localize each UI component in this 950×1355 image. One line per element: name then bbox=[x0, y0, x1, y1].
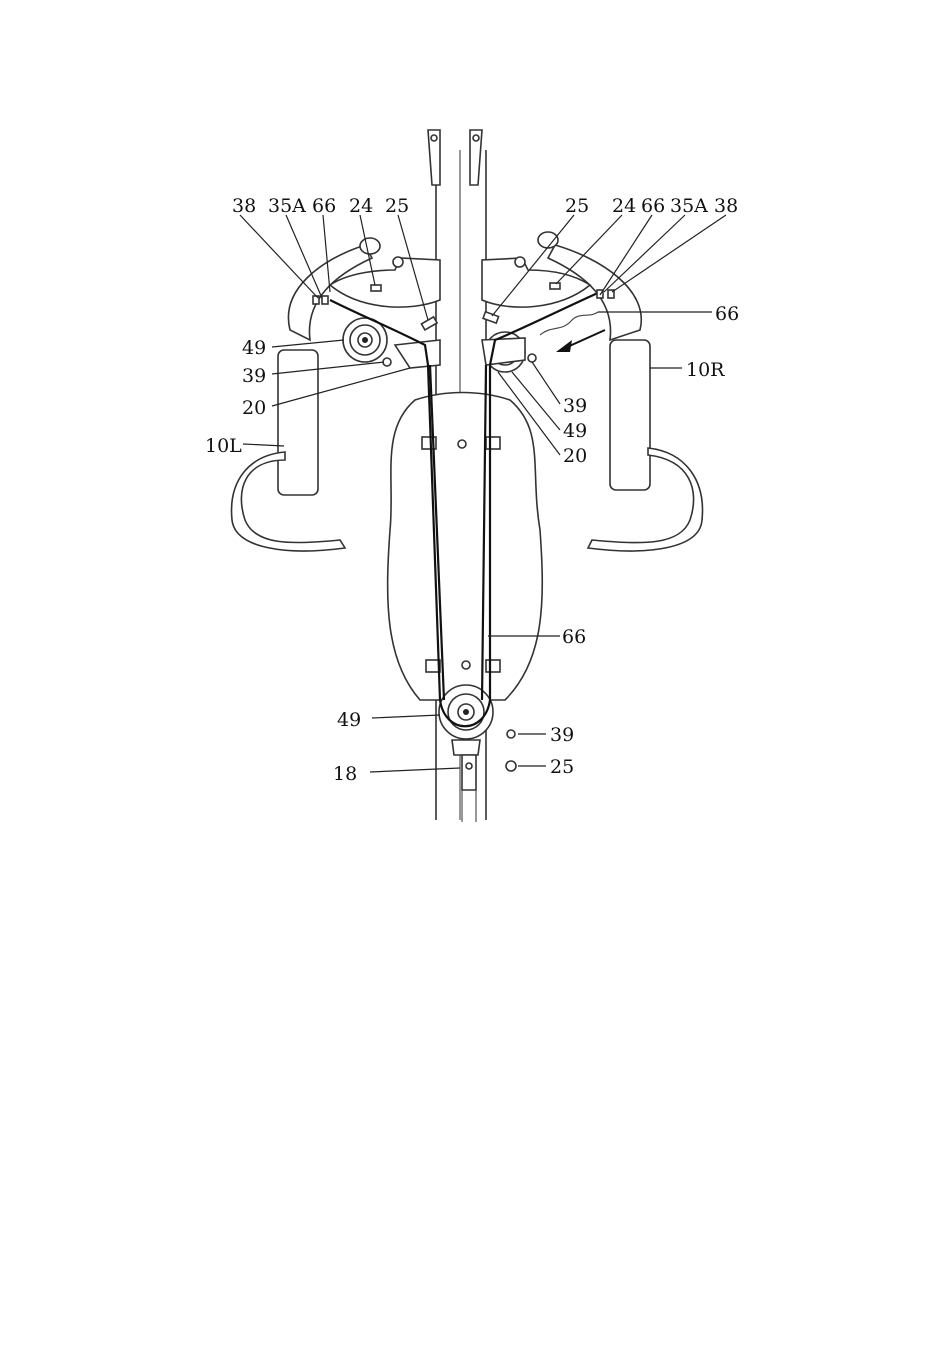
label-35A-right: 35A bbox=[670, 195, 708, 217]
label-39-right: 39 bbox=[563, 395, 587, 417]
label-24-right: 24 bbox=[612, 195, 636, 217]
label-20-right: 20 bbox=[563, 445, 587, 467]
label-66-left: 66 bbox=[312, 195, 336, 217]
label-24-left: 24 bbox=[349, 195, 373, 217]
label-38-left: 38 bbox=[232, 195, 256, 217]
label-20-left: 20 bbox=[242, 397, 266, 419]
label-25-right: 25 bbox=[565, 195, 589, 217]
center-shroud bbox=[388, 393, 543, 701]
label-66-right: 66 bbox=[641, 195, 665, 217]
label-18: 18 bbox=[333, 763, 357, 785]
label-25-left: 25 bbox=[385, 195, 409, 217]
label-10R: 10R bbox=[686, 359, 725, 381]
label-49-right: 49 bbox=[563, 420, 587, 442]
label-66-center: 66 bbox=[562, 626, 586, 648]
label-38-right: 38 bbox=[714, 195, 738, 217]
direction-arrow bbox=[556, 330, 605, 352]
label-39-left: 39 bbox=[242, 365, 266, 387]
label-25-bottom: 25 bbox=[550, 756, 574, 778]
label-39-bottom: 39 bbox=[550, 724, 574, 746]
label-49-bottom: 49 bbox=[337, 709, 361, 731]
label-66-cable-right: 66 bbox=[715, 303, 739, 325]
bottom-pulley-49 bbox=[439, 685, 493, 755]
label-49-left: 49 bbox=[242, 337, 266, 359]
label-35A-left: 35A bbox=[268, 195, 306, 217]
label-10L: 10L bbox=[205, 435, 242, 457]
